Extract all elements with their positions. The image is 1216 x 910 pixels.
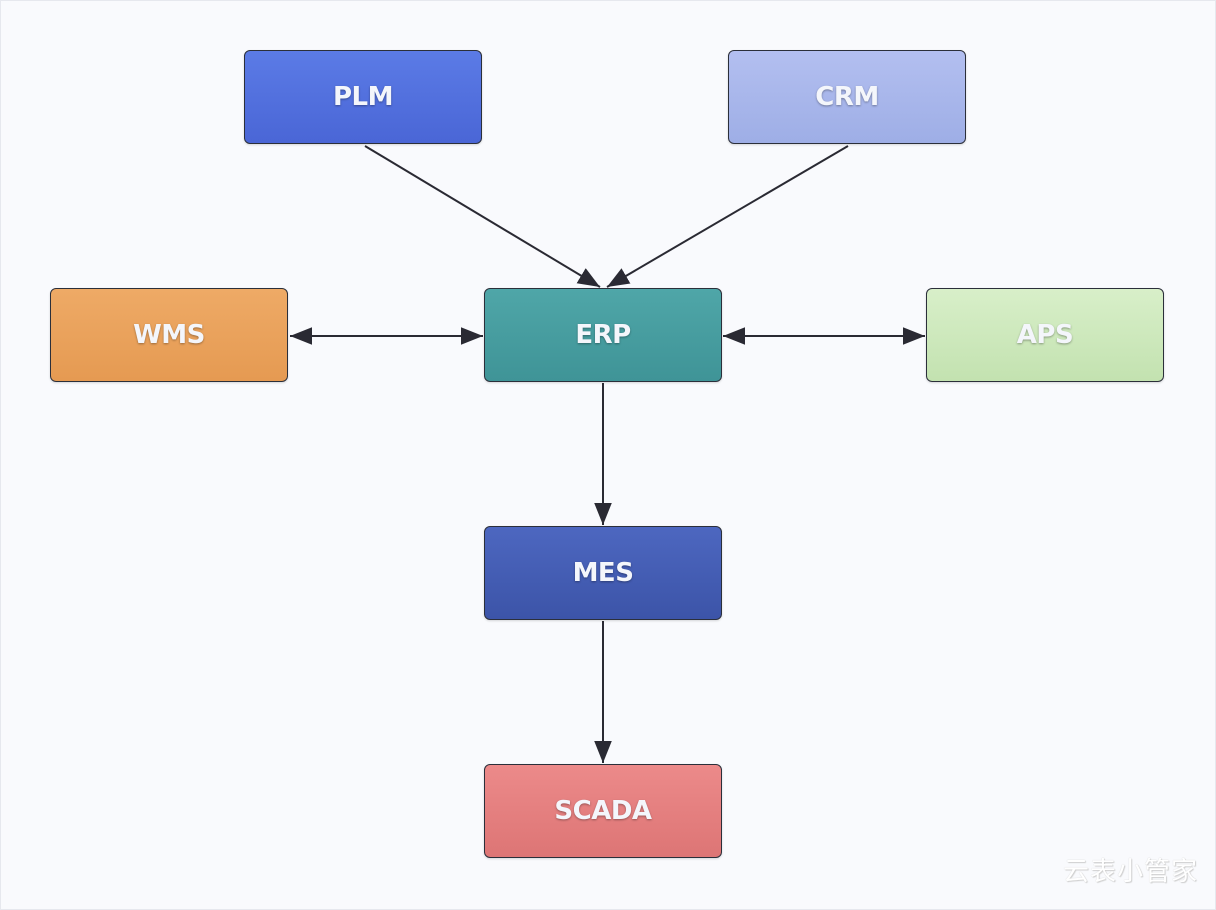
node-scada-label: SCADA [554,796,652,826]
node-aps[interactable]: APS [926,288,1164,382]
node-mes[interactable]: MES [484,526,722,620]
edge-crm-erp [606,145,849,288]
node-mes-label: MES [572,558,634,588]
node-erp-label: ERP [575,320,631,350]
node-aps-label: APS [1016,320,1074,350]
node-wms[interactable]: WMS [50,288,288,382]
node-crm[interactable]: CRM [728,50,966,144]
node-plm[interactable]: PLM [244,50,482,144]
edge-plm-erp [364,145,601,288]
node-erp[interactable]: ERP [484,288,722,382]
node-crm-label: CRM [815,82,879,112]
watermark-text: 云表小管家 [1062,857,1198,887]
node-plm-label: PLM [333,82,394,112]
node-scada[interactable]: SCADA [484,764,722,858]
node-wms-label: WMS [133,320,205,350]
